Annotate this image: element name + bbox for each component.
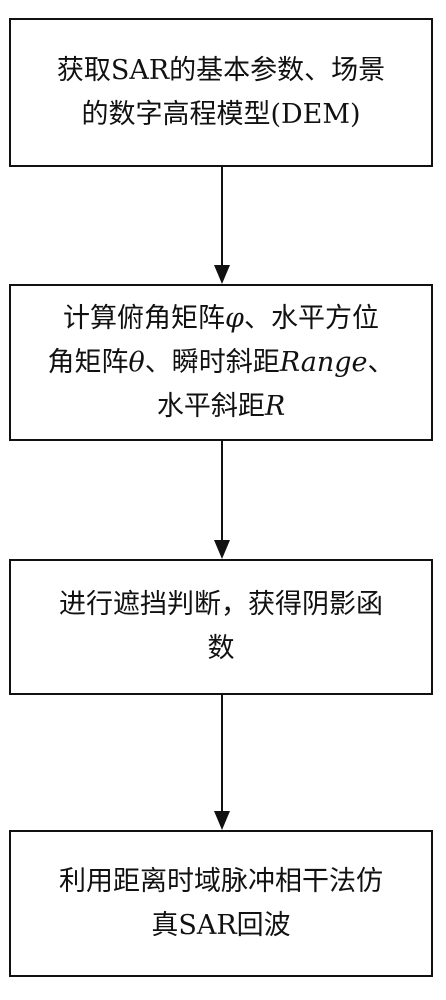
step-2-line-1: 计算俯角矩阵φ、水平方位 [48, 297, 395, 341]
step-3-text: 进行遮挡判断，获得阴影函 数 [45, 583, 397, 671]
step-3-line-2-seg-1: 数 [207, 633, 235, 664]
step-4-line-2-seg-1: 真SAR回波 [151, 909, 291, 941]
step-3-line-1: 进行遮挡判断，获得阴影函 [59, 583, 383, 627]
arrow-2-to-3 [214, 441, 230, 559]
arrow-3-to-4 [214, 695, 230, 830]
step-1-box: 获取SAR的基本参数、场景 的数字高程模型(DEM) [9, 18, 433, 167]
step-2-line-2-seg-3: 、瞬时斜距 [144, 346, 280, 378]
step-1-line-2: 的数字高程模型(DEM) [57, 93, 385, 137]
step-2-phi-symbol: φ [225, 302, 244, 334]
arrow-3-head [214, 811, 230, 830]
step-2-line-2-seg-5: 、 [367, 346, 395, 378]
step-4-line-2: 真SAR回波 [59, 904, 383, 948]
step-1-line-1: 获取SAR的基本参数、场景 [57, 49, 385, 93]
step-2-line-3-seg-1: 水平斜距 [156, 390, 265, 422]
step-2-line-1-seg-3: 、水平方位 [243, 302, 379, 334]
step-1-line-2-seg-1: 的数字高程模型(DEM) [81, 98, 361, 130]
step-3-line-1-seg-1: 进行遮挡判断，获得阴影函 [59, 589, 383, 620]
step-4-text: 利用距离时域脉冲相干法仿 真SAR回波 [45, 860, 397, 948]
step-4-box: 利用距离时域脉冲相干法仿 真SAR回波 [9, 830, 433, 977]
step-4-line-1-seg-1: 利用距离时域脉冲相干法仿 [59, 865, 383, 897]
step-1-line-1-seg-1: 获取SAR的基本参数、场景 [56, 54, 386, 86]
step-2-r-symbol: R [264, 390, 286, 422]
step-1-text: 获取SAR的基本参数、场景 的数字高程模型(DEM) [43, 49, 399, 137]
step-2-line-1-seg-1: 计算俯角矩阵 [63, 302, 226, 334]
step-3-box: 进行遮挡判断，获得阴影函 数 [9, 559, 433, 695]
arrow-1-head [214, 265, 230, 284]
step-2-box: 计算俯角矩阵φ、水平方位 角矩阵θ、瞬时斜距Range、 水平斜距R [9, 284, 433, 441]
step-2-line-3: 水平斜距R [48, 385, 395, 429]
step-2-text: 计算俯角矩阵φ、水平方位 角矩阵θ、瞬时斜距Range、 水平斜距R [34, 297, 409, 429]
step-2-theta-symbol: θ [128, 346, 145, 378]
step-2-range-symbol: Range [279, 346, 368, 378]
step-4-line-1: 利用距离时域脉冲相干法仿 [59, 860, 383, 904]
step-2-line-2-seg-1: 角矩阵 [47, 346, 129, 378]
step-3-line-2: 数 [59, 627, 383, 671]
arrow-1-to-2 [214, 167, 230, 284]
arrow-2-head [214, 540, 230, 559]
step-2-line-2: 角矩阵θ、瞬时斜距Range、 [48, 341, 395, 385]
